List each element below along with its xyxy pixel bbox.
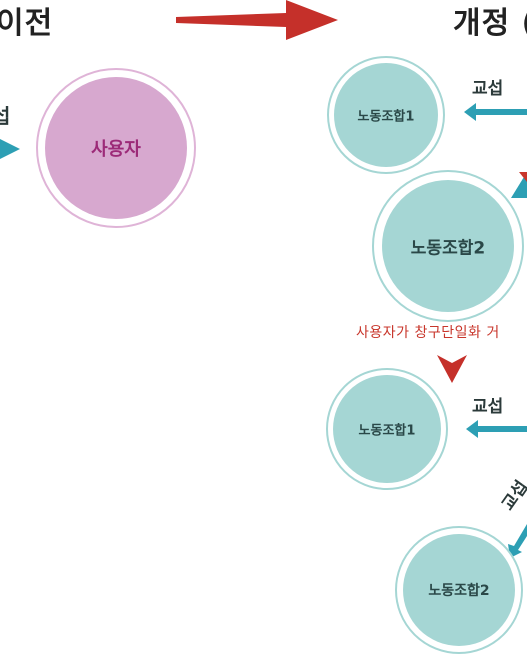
bottom-union2-label: 노동조합2 bbox=[428, 583, 490, 599]
bottom-diagonal-negotiation-label: 교섭 bbox=[498, 477, 527, 515]
bottom-union2-circle: 노동조합2 bbox=[395, 526, 523, 654]
bottom-union1-circle: 노동조합1 bbox=[326, 368, 448, 490]
top-negotiation-arrow bbox=[464, 103, 527, 121]
top-union1-label: 노동조합1 bbox=[357, 109, 415, 125]
before-negotiation-label: 섭 bbox=[0, 104, 11, 128]
top-union2-label: 노동조합2 bbox=[410, 238, 486, 259]
bottom-negotiation-label: 교섭 bbox=[472, 397, 504, 417]
down-arrow bbox=[437, 355, 467, 383]
before-negotiation-arrow bbox=[0, 139, 20, 159]
single-channel-notice: 사용자가 창구단일화 거 bbox=[356, 325, 500, 341]
top-negotiation-label: 교섭 bbox=[472, 79, 504, 99]
bottom-negotiation-arrow bbox=[466, 420, 527, 438]
top-union1-circle: 노동조합1 bbox=[327, 56, 445, 174]
transition-arrow bbox=[176, 0, 338, 40]
bottom-union1-label: 노동조합1 bbox=[358, 423, 416, 439]
before-title: 이전 bbox=[0, 6, 54, 41]
employer-label: 사용자 bbox=[91, 139, 141, 160]
employer-circle: 사용자 bbox=[36, 68, 196, 228]
bottom-diagonal-arrow bbox=[508, 524, 527, 558]
top-diagonal-arrow bbox=[511, 172, 527, 198]
after-title: 개정 ( bbox=[453, 6, 527, 41]
top-union2-circle: 노동조합2 bbox=[372, 170, 524, 322]
